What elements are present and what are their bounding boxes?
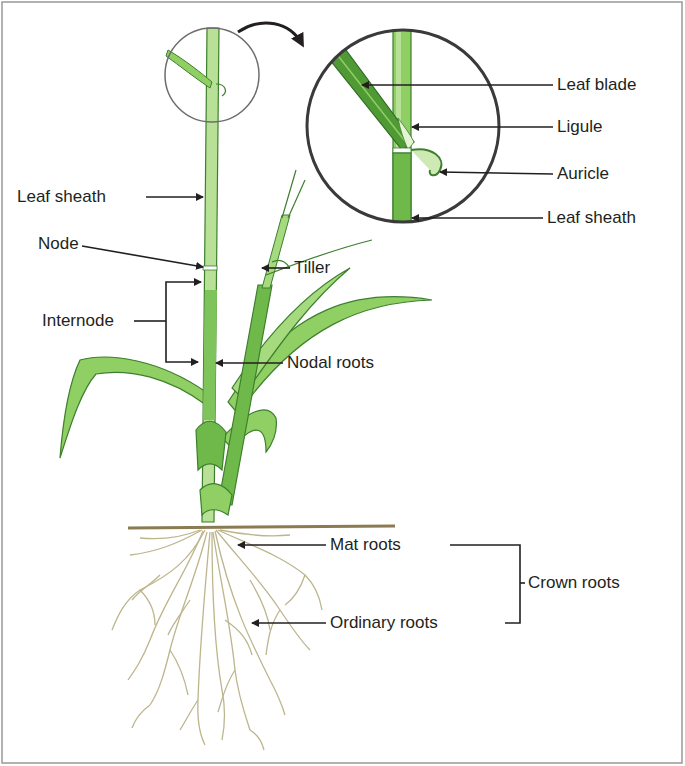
leaf-sheath-base [200, 484, 232, 515]
part-label: Mat roots [330, 536, 401, 555]
tiller-stem [218, 285, 272, 505]
part-label: Internode [42, 312, 114, 331]
tiller-leaf [272, 170, 305, 268]
brackets [134, 282, 525, 623]
auricle-small [216, 84, 225, 96]
leaf [60, 357, 206, 458]
zoom-marker [165, 28, 259, 122]
part-label: Leaf blade [557, 76, 636, 95]
ground-line [128, 526, 395, 528]
part-label: Crown roots [528, 574, 620, 593]
leaf [166, 50, 212, 88]
part-label: Auricle [557, 165, 609, 184]
part-label: Leaf sheath [17, 188, 106, 207]
zoom-arrow [238, 23, 302, 44]
part-label: Ordinary roots [330, 614, 438, 633]
roots [112, 530, 322, 750]
tiller-stem [262, 215, 290, 288]
part-label: Node [38, 235, 79, 254]
part-label: Nodal roots [287, 354, 374, 373]
leaf-sheath-base [196, 421, 226, 470]
zoom-detail [307, 20, 499, 243]
part-label: Leaf sheath [547, 209, 636, 228]
part-label: Ligule [557, 118, 602, 137]
leader-lines [82, 85, 553, 623]
stem-node [203, 266, 217, 270]
part-label: Tiller [294, 259, 330, 278]
stem-sheath [203, 290, 217, 420]
zoom-circle [307, 30, 499, 222]
